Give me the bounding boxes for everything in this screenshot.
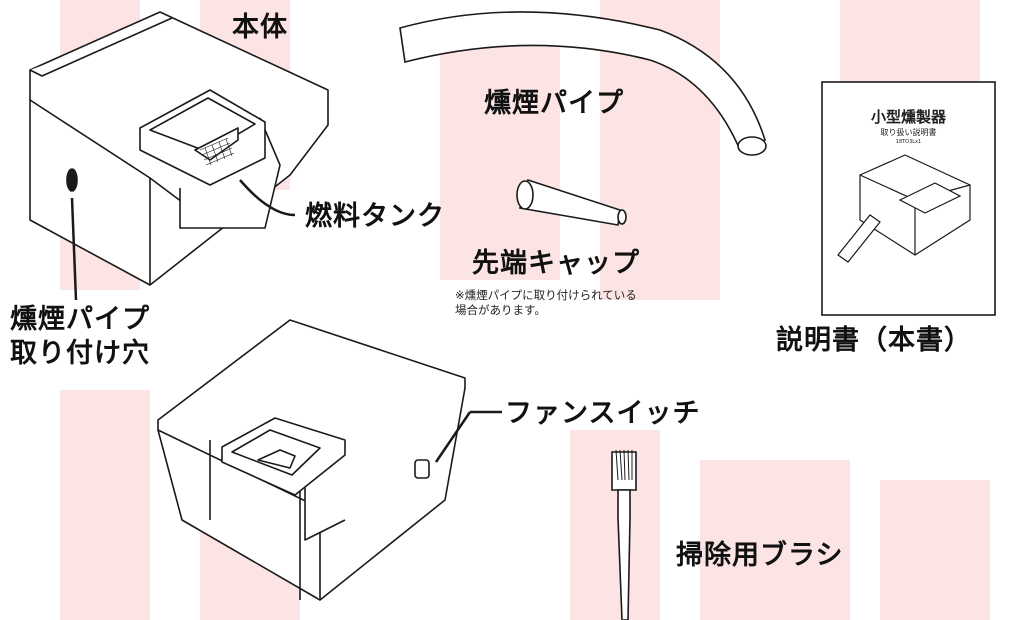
label-body: 本体 bbox=[232, 12, 288, 43]
manual-cover-subtitle: 取り扱い説明書 bbox=[880, 128, 937, 137]
manual-booklet bbox=[821, 81, 996, 316]
label-pipe-hole-line2: 取り付け穴 bbox=[10, 338, 150, 369]
manual-cover-title: 小型燻製器 bbox=[870, 108, 946, 126]
label-fuel-tank: 燃料タンク bbox=[305, 201, 445, 232]
tip-cap-note-line2: 場合があります。 bbox=[455, 303, 546, 317]
tip-cap-note-line1: ※燻煙パイプに取り付けられている bbox=[455, 288, 637, 302]
smoker-body-top bbox=[29, 11, 329, 286]
fuel-tank-grid-icon bbox=[199, 137, 235, 166]
brush-drawing bbox=[611, 449, 637, 620]
label-tip-cap: 先端キャップ bbox=[472, 248, 640, 279]
label-manual: 説明書（本書） bbox=[776, 325, 972, 356]
label-smoke-pipe: 燻煙パイプ bbox=[484, 88, 624, 119]
label-brush: 掃除用ブラシ bbox=[676, 540, 844, 571]
manual-cover-code: 18TO3Lx1 bbox=[895, 139, 922, 145]
smoke-pipe-drawing bbox=[399, 11, 766, 152]
label-fan-switch: ファンスイッチ bbox=[505, 398, 701, 429]
tip-cap-drawing bbox=[516, 178, 627, 226]
label-pipe-hole-line1: 燻煙パイプ bbox=[10, 304, 150, 335]
pipe-hole-pointer bbox=[70, 197, 78, 301]
fuel-tank-pointer bbox=[239, 179, 296, 217]
fan-switch-pointer bbox=[434, 411, 472, 463]
smoker-body-bottom bbox=[157, 319, 466, 601]
